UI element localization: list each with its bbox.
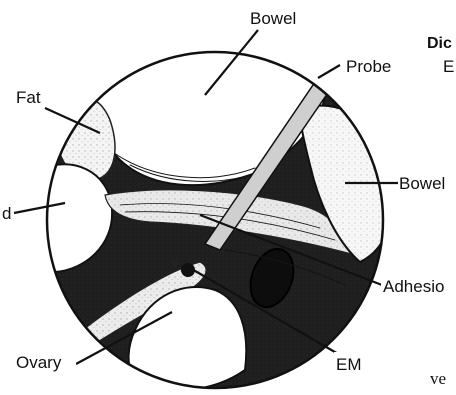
margin-sub-fragment: E [443,57,454,76]
label-em: EM [336,355,362,374]
label-ovary: Ovary [16,353,62,372]
label-fat: Fat [16,88,41,107]
scope-view [38,46,400,395]
label-left-cut: d [2,204,11,223]
leader-probe [318,65,340,78]
label-bowel-top: Bowel [250,9,296,28]
margin-heading-fragment: Dic [427,35,452,52]
em-spot-small [171,258,179,266]
label-adhesion: Adhesio [383,277,444,296]
label-probe: Probe [346,57,391,76]
margin-body-fragment: ve [430,369,446,388]
label-bowel-right: Bowel [399,174,445,193]
